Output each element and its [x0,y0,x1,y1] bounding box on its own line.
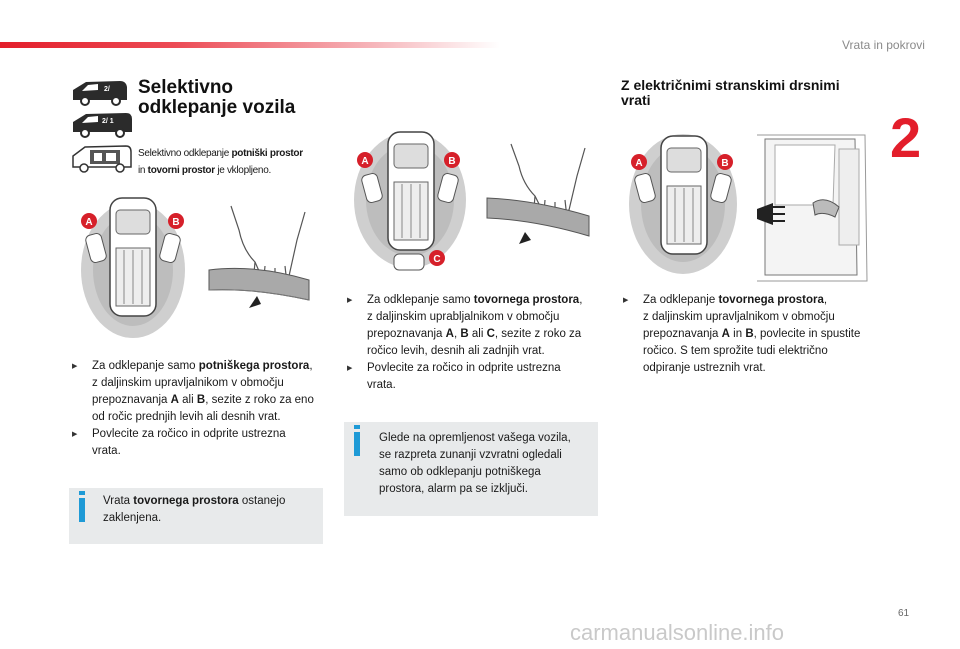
watermark: carmanualsonline.info [570,620,785,645]
van-cargo-icon [72,145,132,173]
left-info-box: Vrata tovornega prostora ostanejo zaklen… [69,488,323,544]
zone-a-badge [81,213,97,229]
right-title: Z električnimi stranskimi drsnimi vrati [621,77,840,108]
info-icon-mid [354,425,360,429]
zone-b-label-mid: B [448,156,455,167]
zone-a-label-right: A [635,158,642,169]
zone-c-badge-mid [429,250,445,266]
section-title: Vrata in pokrovi [842,38,925,52]
car-top-view-abc-icon: A B C [354,131,466,271]
middle-bullet-2: Povlecite za ročico in odprite ustrezna … [345,360,600,394]
zone-b-badge [168,213,184,229]
middle-bullets: Za odklepanje samo tovornega prostora, z… [345,292,600,394]
svg-text:2/: 2/ [104,86,110,93]
left-bullet-1: Za odklepanje samo potniškega prostora, … [70,358,330,426]
zone-a-label: A [85,217,92,228]
zone-a-label-mid: A [361,156,368,167]
left-intro: Selektivno odklepanje potniški prostor i… [138,148,303,176]
zone-a-badge-mid [357,152,373,168]
zone-a-badge-right [631,154,647,170]
info-icon [79,491,85,495]
hand-door-handle-icon-mid [486,143,590,244]
van-icon: 2/ [73,81,127,106]
zone-b-label-right: B [721,158,728,169]
header-accent-bar [0,42,500,48]
svg-text:2/ 1: 2/ 1 [102,118,114,125]
page-number: 61 [898,608,910,619]
info-icon-bar [79,498,85,522]
zone-b-badge-right [717,154,733,170]
right-bullet-1: Za odklepanje tovornega prostora, z dalj… [621,292,881,377]
van-long-icon: 2/ 1 [73,113,132,138]
middle-info-box: Glede na opremljenost vašega vozila, se … [344,422,598,516]
zone-b-label: B [172,217,179,228]
sliding-door-icon [757,134,868,282]
hand-door-handle-icon [208,205,310,308]
chapter-number: 2 [890,106,922,169]
car-top-view-icon: A B [81,197,185,338]
right-bullets: Za odklepanje tovornega prostora, z dalj… [621,292,881,377]
left-title: Selektivno odklepanje vozila [138,77,296,118]
left-bullet-2: Povlecite za ročico in odprite ustrezna … [70,426,330,460]
zone-c-label-mid: C [433,254,440,265]
info-icon-mid-bar [354,432,360,456]
left-bullets: Za odklepanje samo potniškega prostora, … [70,358,330,460]
car-top-view-icon-right: A B [629,134,737,274]
zone-b-badge-mid [444,152,460,168]
middle-bullet-1: Za odklepanje samo tovornega prostora, z… [345,292,600,360]
